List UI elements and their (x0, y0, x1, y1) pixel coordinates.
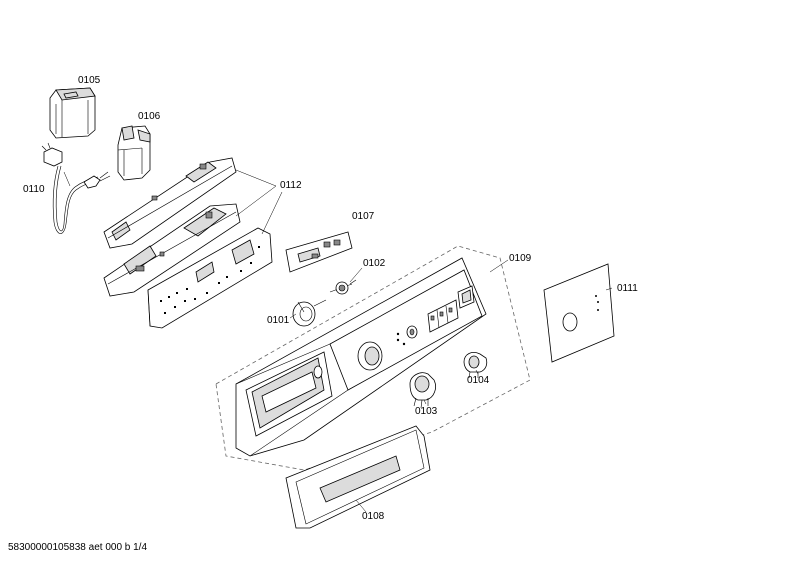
label-0107: 0107 (352, 211, 375, 222)
label-0109: 0109 (509, 253, 532, 264)
part-0107-display-label (285, 231, 353, 273)
label-0105: 0105 (78, 75, 101, 86)
label-0102: 0102 (363, 258, 386, 269)
label-0111: 0111 (617, 283, 638, 294)
part-0104-button (463, 352, 488, 379)
part-0101-selector-knob (292, 299, 327, 327)
part-0112-pcb-middle (103, 203, 241, 297)
document-footer: 58300000105838 aet 000 b 1/4 (8, 542, 148, 553)
label-0106: 0106 (138, 111, 161, 122)
part-0109-control-panel (235, 257, 487, 457)
label-0101: 0101 (267, 315, 290, 326)
part-0112-pcb-main (147, 227, 273, 329)
label-0108: 0108 (362, 511, 385, 522)
part-0106-housing (117, 125, 151, 181)
part-0102-knob-shaft (329, 279, 357, 295)
part-0108-drawer-front (285, 425, 431, 529)
part-0111-panel (543, 263, 615, 363)
label-0103: 0103 (415, 406, 438, 417)
part-0110-mains-cable (41, 142, 111, 234)
part-0109-fascia-outline (215, 245, 531, 471)
leader-lines (63, 169, 613, 513)
label-0112: 0112 (280, 180, 302, 191)
part-0112-pcb-upper (103, 157, 237, 249)
part-0105-block (49, 87, 96, 139)
label-0110: 0110 (23, 184, 45, 195)
label-0104: 0104 (467, 375, 490, 386)
part-0103-button (409, 372, 436, 409)
